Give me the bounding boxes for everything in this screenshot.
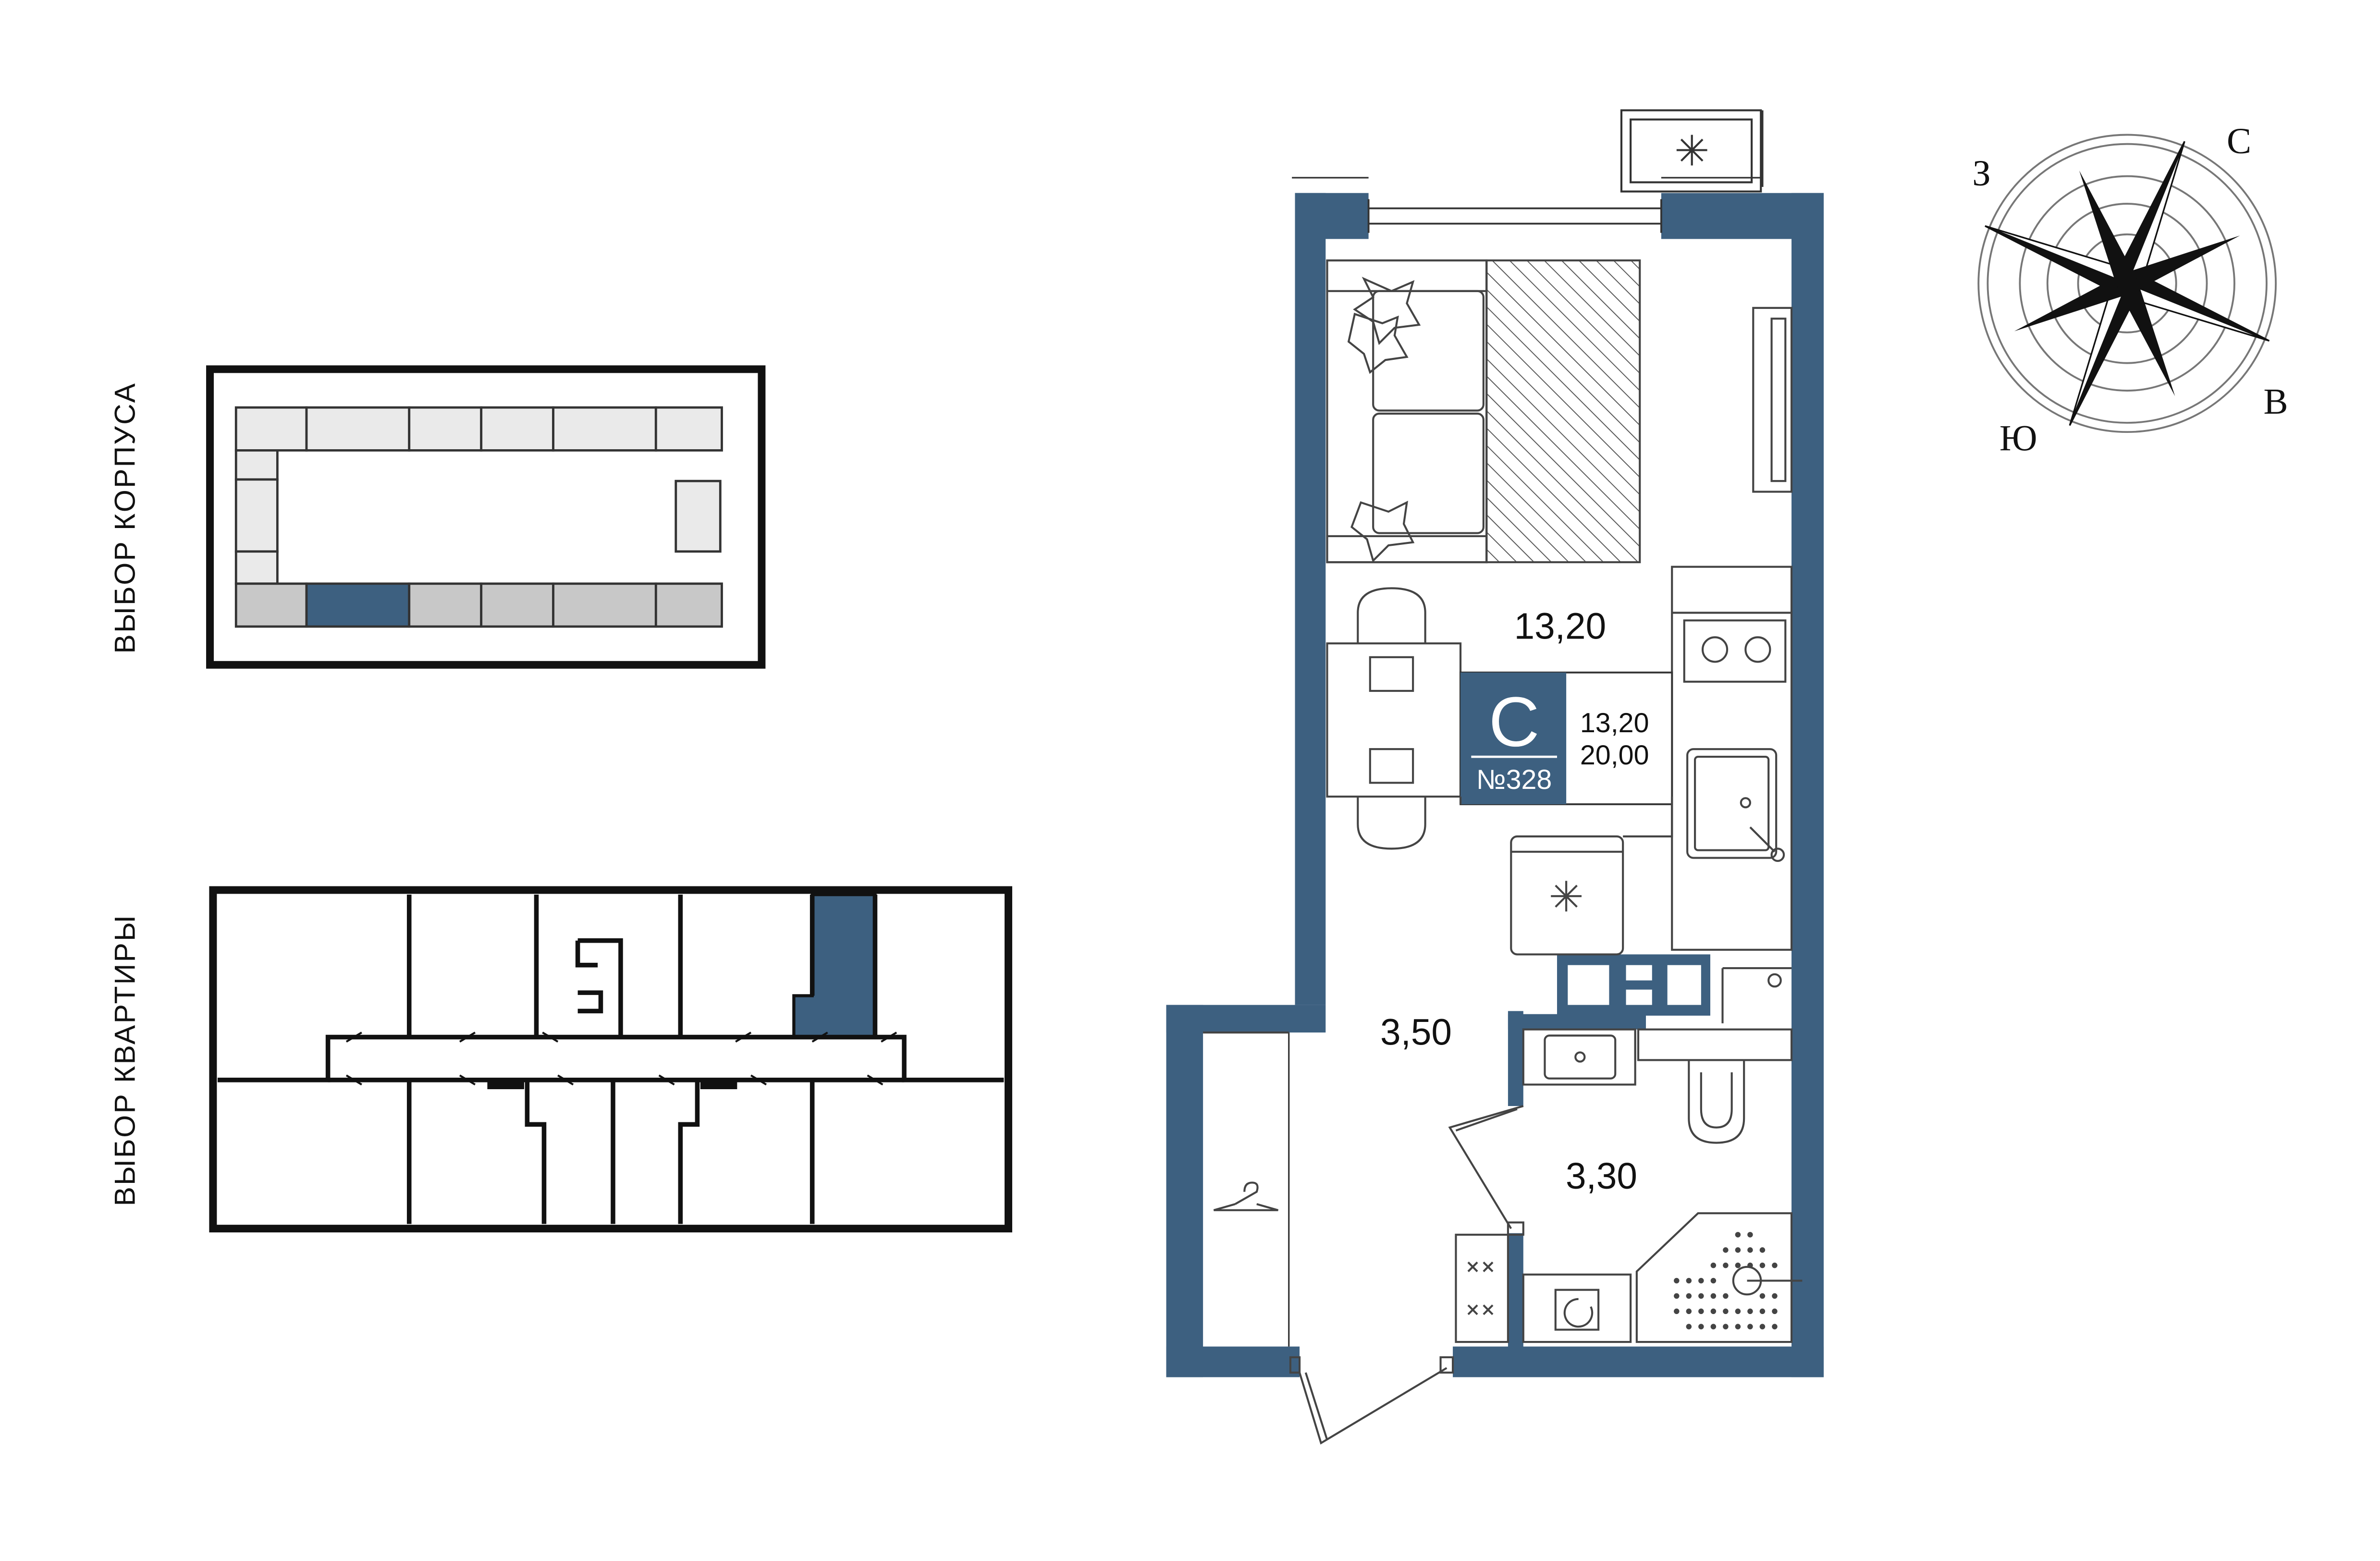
building-block[interactable] — [480, 582, 554, 628]
compass-east-label: В — [2264, 381, 2288, 422]
bathroom-area: 3,30 — [1566, 1156, 1637, 1197]
building-block[interactable] — [234, 478, 279, 553]
compass-south-label: Ю — [2000, 418, 2037, 458]
building-block[interactable] — [480, 406, 554, 452]
shower-tray-icon — [1635, 1212, 1793, 1343]
living-area-value: 13,20 — [1580, 708, 1649, 738]
sink-icon — [1686, 748, 1778, 859]
kitchen-counter — [1671, 565, 1793, 951]
bathroom-door[interactable] — [1448, 1105, 1524, 1236]
chair-icon — [1357, 796, 1426, 850]
building-block[interactable] — [654, 406, 723, 452]
building-block[interactable] — [675, 479, 722, 553]
building-selector-map — [206, 365, 766, 669]
compass-north-label: С — [2227, 121, 2251, 161]
hallway-area: 3,50 — [1380, 1012, 1452, 1053]
apartment-floor-plan: С №328 13,20 20,00 — [1166, 109, 1824, 1445]
compass-rose: С З В Ю — [1972, 121, 2288, 459]
building-block[interactable] — [234, 449, 279, 481]
toilet-icon — [1688, 1060, 1745, 1144]
building-block[interactable] — [234, 582, 308, 628]
building-block[interactable] — [408, 406, 483, 452]
building-block[interactable] — [654, 582, 723, 628]
apartment-info-label[interactable]: С №328 13,20 20,00 — [1460, 671, 1673, 805]
apartment-selector-map — [209, 886, 1012, 1233]
rug-area — [1485, 259, 1641, 564]
compass-west-label: З — [1972, 153, 1990, 194]
washbasin-icon — [1522, 1028, 1636, 1086]
exterior-walls — [1166, 193, 1824, 1377]
wardrobe-niche — [1203, 1031, 1289, 1211]
building-selection-label: ВЫБОР КОРПУСА — [109, 382, 141, 654]
washing-machine-icon — [1522, 1273, 1632, 1343]
apartment-selection-label: ВЫБОР КВАРТИРЫ — [109, 914, 141, 1206]
chair-icon — [1357, 587, 1426, 644]
shower-drain-dots — [1674, 1232, 1778, 1329]
building-block[interactable] — [552, 406, 657, 452]
main-room-area: 13,20 — [1514, 606, 1607, 647]
building-block[interactable] — [234, 550, 279, 585]
apartment-type: С — [1489, 683, 1540, 762]
building-block[interactable] — [305, 406, 411, 452]
building-block-selected[interactable] — [305, 582, 411, 628]
toilet-tank — [1637, 1028, 1793, 1061]
ac-unit-icon — [1620, 109, 1764, 193]
bed-icon — [1326, 259, 1488, 564]
dining-table-icon — [1326, 587, 1462, 850]
fridge-icon — [1510, 835, 1624, 956]
entry-door[interactable] — [1289, 1356, 1454, 1445]
stove-icon — [1683, 619, 1787, 683]
hanger-icon — [1213, 1181, 1278, 1211]
total-area-value: 20,00 — [1580, 740, 1649, 771]
building-block[interactable] — [552, 582, 657, 628]
building-block[interactable] — [408, 582, 483, 628]
wardrobe-icon — [1752, 307, 1793, 493]
building-block[interactable] — [234, 406, 308, 452]
apartment-number: №328 — [1476, 764, 1552, 795]
shoe-cabinet-icon — [1455, 1233, 1509, 1343]
